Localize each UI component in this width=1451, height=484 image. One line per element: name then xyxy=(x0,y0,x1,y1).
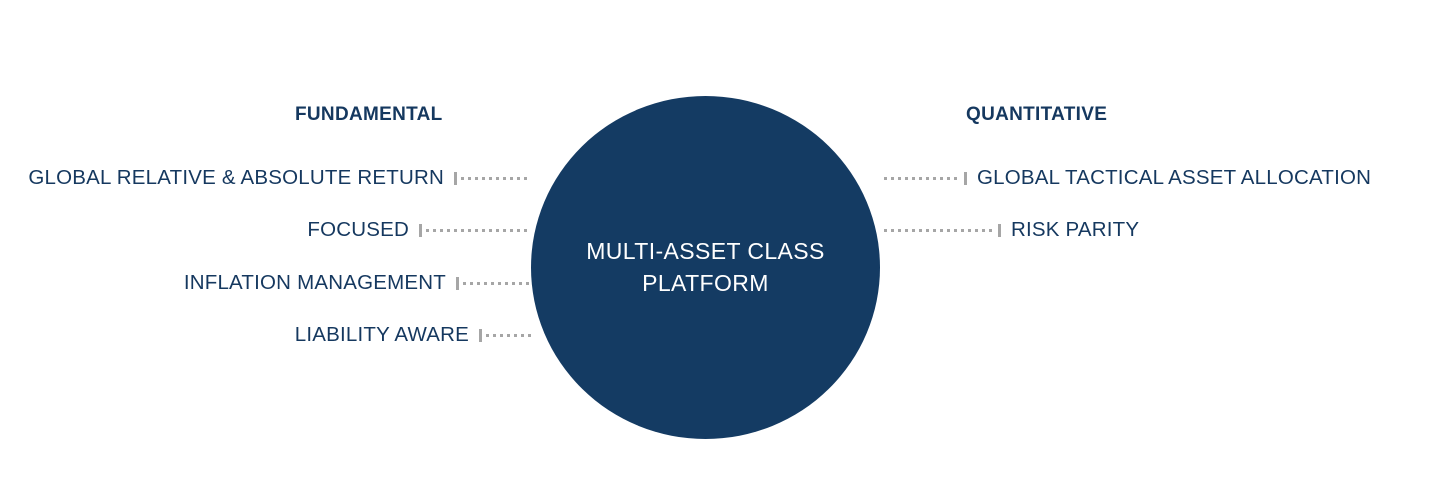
leader-dots xyxy=(884,228,994,232)
leader-dots xyxy=(884,176,960,180)
leader-tick-icon xyxy=(454,171,457,185)
node-row-global-tactical-asset-allocation: GLOBAL TACTICAL ASSET ALLOCATION xyxy=(884,165,1371,191)
leader-dots xyxy=(426,228,531,232)
leader-tick-icon xyxy=(964,171,967,185)
column-heading-fundamental: FUNDAMENTAL xyxy=(295,104,443,125)
node-label: FOCUSED xyxy=(307,218,409,241)
column-heading-quantitative: QUANTITATIVE xyxy=(966,104,1108,125)
node-label: RISK PARITY xyxy=(1011,218,1140,241)
leader-tick-icon xyxy=(998,223,1001,237)
node-label: LIABILITY AWARE xyxy=(294,323,469,346)
node-label: GLOBAL TACTICAL ASSET ALLOCATION xyxy=(977,166,1372,189)
node-row-liability-aware: LIABILITY AWARE xyxy=(295,322,531,348)
leader-tick-icon xyxy=(419,223,422,237)
leader-tick-icon xyxy=(456,276,459,290)
hub-label: MULTI-ASSET CLASS PLATFORM xyxy=(586,237,825,296)
node-label: INFLATION MANAGEMENT xyxy=(183,271,446,294)
node-row-inflation-management: INFLATION MANAGEMENT xyxy=(184,270,531,296)
leader-tick-icon xyxy=(479,328,482,342)
hub-circle: MULTI-ASSET CLASS PLATFORM xyxy=(531,96,880,439)
node-row-focused: FOCUSED xyxy=(307,217,531,243)
leader-dots xyxy=(463,281,531,285)
node-row-risk-parity: RISK PARITY xyxy=(884,217,1139,243)
node-row-global-relative-absolute-return: GLOBAL RELATIVE & ABSOLUTE RETURN xyxy=(28,165,531,191)
leader-dots xyxy=(461,176,531,180)
node-label: GLOBAL RELATIVE & ABSOLUTE RETURN xyxy=(28,166,444,189)
leader-dots xyxy=(486,333,531,337)
